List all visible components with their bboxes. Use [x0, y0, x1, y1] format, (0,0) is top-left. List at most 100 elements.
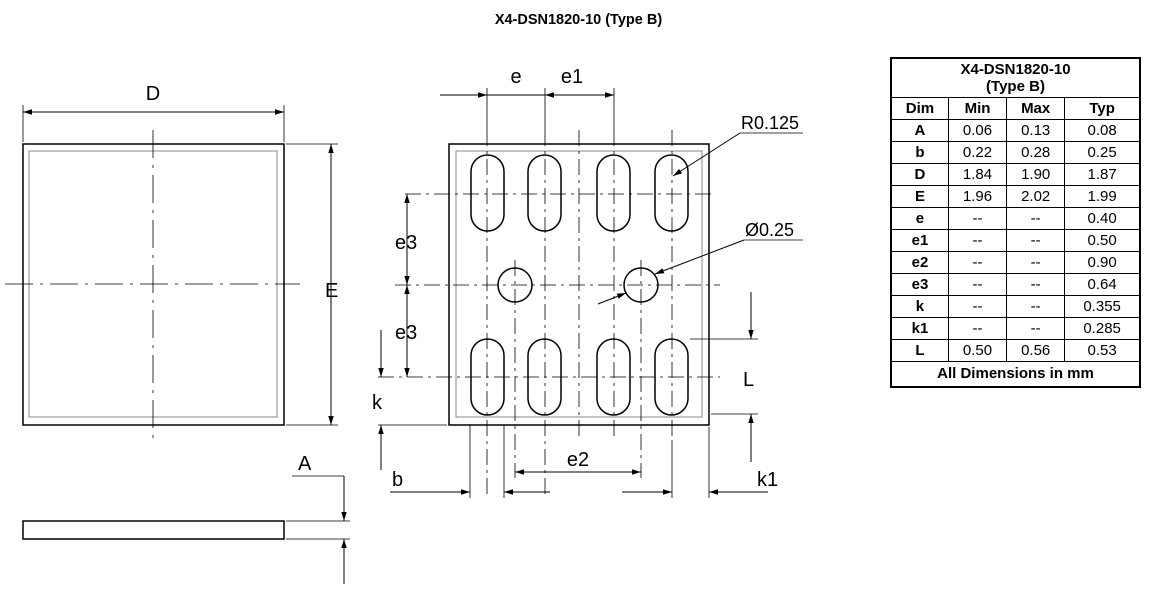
- cell-min: 1.84: [947, 163, 1008, 186]
- cell-dim: e2: [890, 251, 949, 274]
- label-k1: k1: [757, 469, 778, 491]
- side-view-outline: [22, 520, 285, 540]
- cell-max: --: [1006, 229, 1066, 252]
- cell-typ: 0.285: [1064, 317, 1141, 340]
- pad-bottom-4: [654, 338, 689, 416]
- cell-dim: k: [890, 295, 949, 318]
- header-max: Max: [1006, 97, 1066, 120]
- top-view-outline: [22, 143, 285, 426]
- cell-min: --: [947, 295, 1008, 318]
- cell-dim: e: [890, 207, 949, 230]
- label-k: k: [372, 392, 383, 414]
- table-row: k----0.355: [890, 295, 1141, 318]
- cell-typ: 0.90: [1064, 251, 1141, 274]
- table-row: e1----0.50: [890, 229, 1141, 252]
- label-A: A: [298, 453, 312, 475]
- table-header-row: Dim Min Max Typ: [890, 97, 1141, 120]
- cell-dim: e3: [890, 273, 949, 296]
- header-dim: Dim: [890, 97, 949, 120]
- pad-top-2: [527, 154, 562, 232]
- drawing-title: X4-DSN1820-10 (Type B): [494, 12, 663, 28]
- label-E: E: [325, 280, 338, 302]
- table-title-line2: (Type B): [986, 78, 1045, 95]
- side-view: A: [22, 453, 350, 584]
- label-e2: e2: [567, 449, 589, 471]
- cell-max: 0.28: [1006, 141, 1066, 164]
- label-radius: R0.125: [741, 113, 799, 133]
- cell-dim: k1: [890, 317, 949, 340]
- label-e: e: [510, 66, 521, 88]
- cell-typ: 1.99: [1064, 185, 1141, 208]
- cell-min: 0.22: [947, 141, 1008, 164]
- cell-max: --: [1006, 273, 1066, 296]
- cell-min: --: [947, 317, 1008, 340]
- table-row: e----0.40: [890, 207, 1141, 230]
- cell-min: --: [947, 273, 1008, 296]
- label-D: D: [146, 83, 160, 105]
- pad-top-1: [470, 154, 505, 232]
- cell-typ: 0.08: [1064, 119, 1141, 142]
- label-diameter: Ø0.25: [745, 220, 794, 240]
- leader-radius: [672, 132, 741, 177]
- cell-typ: 0.40: [1064, 207, 1141, 230]
- cell-min: --: [947, 229, 1008, 252]
- cell-max: --: [1006, 207, 1066, 230]
- pad-bottom-1: [470, 338, 505, 416]
- pad-centerlines: [378, 130, 720, 495]
- bottom-view: e e1 R0.125 Ø0.25 e3 e3 k L e2: [372, 66, 803, 498]
- cell-typ: 0.64: [1064, 273, 1141, 296]
- cell-typ: 1.87: [1064, 163, 1141, 186]
- cell-max: 1.90: [1006, 163, 1066, 186]
- pad-top-4: [654, 154, 689, 232]
- cell-typ: 0.355: [1064, 295, 1141, 318]
- cell-dim: D: [890, 163, 949, 186]
- pad-round-left: [497, 267, 533, 303]
- cell-max: 0.56: [1006, 339, 1066, 362]
- table-footer-row: All Dimensions in mm: [890, 361, 1141, 388]
- cell-dim: e1: [890, 229, 949, 252]
- pad-bottom-3: [596, 338, 631, 416]
- cell-dim: b: [890, 141, 949, 164]
- label-e3-top: e3: [395, 232, 417, 254]
- cell-dim: L: [890, 339, 949, 362]
- table-footer: All Dimensions in mm: [890, 361, 1141, 388]
- cell-dim: A: [890, 119, 949, 142]
- cell-max: --: [1006, 295, 1066, 318]
- cell-min: 0.06: [947, 119, 1008, 142]
- pad-top-3: [596, 154, 631, 232]
- pad-round-right: [623, 267, 659, 303]
- cell-dim: E: [890, 185, 949, 208]
- cell-max: 0.13: [1006, 119, 1066, 142]
- label-e3-bottom: e3: [395, 322, 417, 344]
- pad-bottom-2: [527, 338, 562, 416]
- table-title-line1: X4-DSN1820-10: [960, 61, 1071, 78]
- top-view: D E: [5, 83, 338, 445]
- table-row: k1----0.285: [890, 317, 1141, 340]
- leader-diameter: [654, 239, 745, 275]
- dimension-table: X4-DSN1820-10 (Type B) Dim Min Max Typ A…: [890, 57, 1141, 388]
- cell-typ: 0.25: [1064, 141, 1141, 164]
- cell-max: 2.02: [1006, 185, 1066, 208]
- cell-typ: 0.50: [1064, 229, 1141, 252]
- table-title: X4-DSN1820-10 (Type B): [890, 57, 1141, 98]
- table-row: e2----0.90: [890, 251, 1141, 274]
- label-b: b: [392, 469, 403, 491]
- cell-min: --: [947, 207, 1008, 230]
- table-title-row: X4-DSN1820-10 (Type B): [890, 57, 1141, 98]
- label-L: L: [743, 369, 754, 391]
- cell-min: --: [947, 251, 1008, 274]
- cell-min: 1.96: [947, 185, 1008, 208]
- header-typ: Typ: [1064, 97, 1141, 120]
- cell-max: --: [1006, 251, 1066, 274]
- cell-min: 0.50: [947, 339, 1008, 362]
- cell-typ: 0.53: [1064, 339, 1141, 362]
- table-row: e3----0.64: [890, 273, 1141, 296]
- header-min: Min: [947, 97, 1008, 120]
